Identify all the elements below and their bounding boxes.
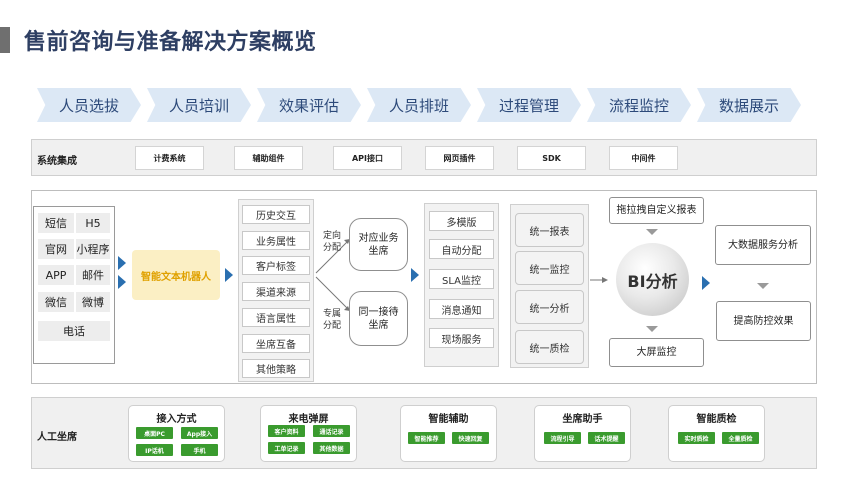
page-title: 售前咨询与准备解决方案概览: [24, 30, 317, 55]
agent-card-smart-qa: 智能质检 实时质检 全量质检: [668, 405, 765, 462]
unified-quality: 统一质检: [515, 330, 584, 364]
agent-tag: 工单记录: [268, 442, 305, 454]
process-step-6: 流程监控: [587, 88, 691, 122]
arrow-down-icon: [646, 326, 658, 332]
routing-connectors: [315, 238, 351, 312]
sys-item-billing: 计费系统: [135, 146, 204, 170]
agent-tag: 全量质检: [722, 432, 759, 444]
process-step-2: 人员培训: [147, 88, 251, 122]
attribute-item: 坐席互备: [242, 334, 310, 353]
unified-report: 统一报表: [515, 213, 584, 247]
sys-item-web-plugin: 网页插件: [425, 146, 494, 170]
title-accent-bar: [0, 27, 10, 53]
agent-tag: 话术提醒: [588, 432, 625, 444]
sys-item-sdk: SDK: [517, 146, 586, 170]
routing-target-business-seat: 对应业务 坐席: [349, 218, 408, 271]
channel-weibo: 微博: [76, 292, 110, 312]
routing-target-same-seat: 同一接待 坐席: [349, 291, 408, 346]
arrow-right-icon: [702, 276, 710, 290]
custom-report-box: 拖拉拽自定义报表: [609, 197, 704, 224]
feature-item: 消息通知: [429, 299, 494, 319]
channel-app: APP: [38, 265, 74, 285]
attribute-item: 历史交互: [242, 205, 310, 224]
feature-item: 自动分配: [429, 239, 494, 259]
agent-tag: 其他数据: [313, 442, 350, 454]
channel-wechat: 微信: [38, 292, 74, 312]
agent-card-access: 接入方式 桌面PC App接入 IP话机 手机: [128, 405, 225, 462]
agent-tag: 手机: [181, 444, 218, 456]
agent-card-title: 智能质检: [696, 414, 737, 425]
unified-analysis: 统一分析: [515, 290, 584, 324]
sys-item-middleware: 中间件: [609, 146, 678, 170]
agent-tag: 智能推荐: [408, 432, 445, 444]
channel-sms: 短信: [38, 213, 74, 233]
channel-h5: H5: [76, 213, 110, 233]
agent-card-title: 接入方式: [156, 414, 197, 425]
attribute-item: 客户标签: [242, 256, 310, 275]
routing-label-directed: 定向 分配: [322, 231, 341, 253]
arrow-right-icon: [411, 268, 419, 282]
output-big-data: 大数据服务分析: [715, 225, 811, 265]
feature-item: SLA监控: [429, 269, 494, 289]
process-step-3: 效果评估: [257, 88, 361, 122]
agent-tag: 桌面PC: [136, 427, 173, 439]
big-screen-monitor-box: 大屏监控: [609, 338, 704, 367]
arrow-right-icon: [225, 268, 233, 282]
routing-label-exclusive: 专属 分配: [322, 309, 341, 331]
agent-tag: 流程引导: [544, 432, 581, 444]
process-step-1: 人员选拔: [37, 88, 141, 122]
channel-website: 官网: [38, 239, 74, 259]
attribute-item: 业务属性: [242, 231, 310, 250]
sys-item-components: 辅助组件: [234, 146, 303, 170]
attribute-item: 渠道来源: [242, 282, 310, 301]
attribute-item: 语言属性: [242, 308, 310, 327]
bi-analysis-circle: BI分析: [616, 243, 689, 316]
agent-tag: 实时质检: [678, 432, 715, 444]
agent-tag: 快速回复: [452, 432, 489, 444]
process-step-5: 过程管理: [477, 88, 581, 122]
agent-card-title: 来电弹屏: [288, 414, 329, 425]
arrow-right-icon: [118, 256, 126, 270]
agent-card-title: 智能辅助: [428, 414, 469, 425]
attribute-item: 其他策略: [242, 359, 310, 378]
unified-monitor: 统一监控: [515, 251, 584, 285]
agent-tag: 通话记录: [313, 425, 350, 437]
process-step-7: 数据展示: [697, 88, 801, 122]
output-risk-control: 提高防控效果: [716, 301, 811, 341]
channel-mini-program: 小程序: [76, 239, 110, 259]
system-integration-label: 系统集成: [37, 156, 77, 167]
agent-tag: IP话机: [136, 444, 173, 456]
arrow-down-icon: [757, 283, 769, 289]
process-step-4: 人员排班: [367, 88, 471, 122]
smart-text-robot: 智能文本机器人: [132, 250, 220, 300]
agent-card-screen-pop: 来电弹屏 客户资料 通话记录 工单记录 其他数据: [260, 405, 357, 462]
sys-item-api: API接口: [333, 146, 402, 170]
arrow-right-icon: [118, 275, 126, 289]
agent-card-title: 坐席助手: [562, 414, 603, 425]
agent-card-seat-assistant: 坐席助手 流程引导 话术提醒: [534, 405, 631, 462]
feature-item: 现场服务: [429, 328, 494, 348]
channel-phone: 电话: [38, 321, 110, 341]
agent-card-smart-assist: 智能辅助 智能推荐 快速回复: [400, 405, 497, 462]
agent-tag: 客户资料: [268, 425, 305, 437]
agent-tag: App接入: [181, 427, 218, 439]
channel-email: 邮件: [76, 265, 110, 285]
feature-item: 多模版: [429, 211, 494, 231]
manual-seat-label: 人工坐席: [37, 432, 77, 443]
arrow-thin-right-icon: [590, 277, 608, 283]
arrow-down-icon: [646, 229, 658, 235]
